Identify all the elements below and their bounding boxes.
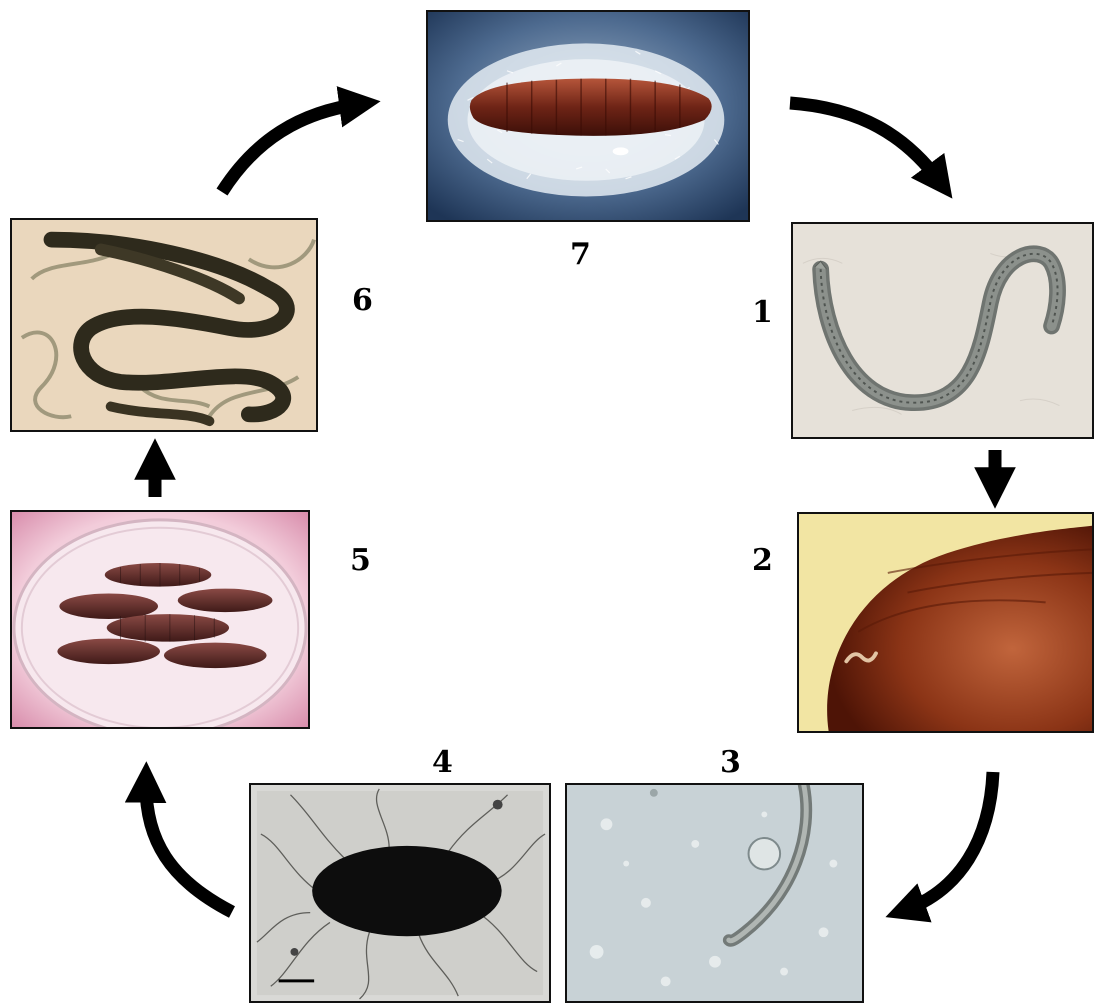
stage-3-image [565,783,864,1003]
stage-4-image [249,783,551,1003]
stage-6-label: 6 [352,286,373,316]
stage-4-photo [251,785,549,1001]
stage-4-label: 4 [432,748,453,778]
stage-6-photo [12,220,316,430]
arrow-6-to-7 [222,104,360,192]
stage-2-image [797,512,1094,733]
stage-5-label: 5 [350,546,371,576]
stage-5-photo [12,512,308,727]
arrow-2-to-3 [905,772,993,910]
arrow-4-to-5 [146,782,232,912]
stage-1-image [791,222,1094,439]
stage-2-photo [799,514,1092,731]
stage-3-label: 3 [720,748,741,778]
stage-7-photo [428,12,748,220]
stage-6-image [10,218,318,432]
stage-5-image [10,510,310,729]
stage-3-photo [567,785,862,1001]
stage-2-label: 2 [752,546,773,576]
stage-7-label: 7 [570,240,591,270]
stage-1-photo [793,224,1092,437]
stage-7-image [426,10,750,222]
stage-1-label: 1 [752,298,773,328]
arrow-7-to-1 [790,103,940,182]
